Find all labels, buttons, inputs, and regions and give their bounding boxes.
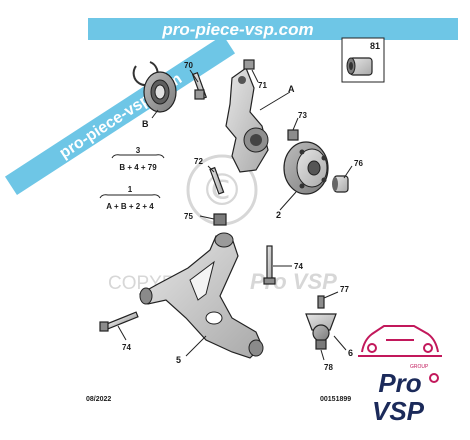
- top-banner[interactable]: pro-piece-vsp.com: [88, 18, 458, 40]
- wheel-hub-2[interactable]: [283, 141, 329, 195]
- bolt-74-vertical[interactable]: [263, 245, 276, 285]
- footer-date: 08/2022: [86, 396, 111, 403]
- callout-76: 76: [354, 159, 363, 168]
- car-outline-icon: [358, 325, 442, 357]
- top-banner-text: pro-piece-vsp.com: [161, 20, 313, 39]
- callouts: 70 71 A B 73 72 76 75 2 74 77 74 5 6 78: [122, 61, 363, 372]
- kit-formula-2: 1 A + B + 2 + 4: [99, 185, 161, 211]
- callout-a: A: [288, 84, 295, 94]
- callout-71: 71: [258, 81, 267, 90]
- callout-73: 73: [298, 111, 307, 120]
- nut-73[interactable]: [287, 129, 299, 141]
- callout-75: 75: [184, 212, 193, 221]
- callout-74-lower: 74: [122, 343, 131, 352]
- logo-group-text: GROUP: [410, 364, 429, 370]
- nut-75[interactable]: [213, 213, 227, 226]
- pro-vsp-logo[interactable]: GROUP Pro VSP: [358, 325, 442, 426]
- logo-line1: Pro: [378, 368, 421, 398]
- footer-ref: 00151899: [320, 396, 351, 403]
- callout-b: B: [142, 119, 149, 129]
- inset-part-81[interactable]: 81: [341, 37, 385, 83]
- formula-2-bottom: A + B + 2 + 4: [106, 202, 154, 211]
- watermark-provsp-text: Pro VSP: [250, 269, 337, 294]
- logo-line2: VSP: [372, 396, 425, 426]
- formula-1-top: 3: [136, 146, 141, 155]
- leader-lines: [117, 69, 353, 361]
- diagonal-banner-bar: [4, 34, 236, 196]
- bolt-72[interactable]: [209, 166, 225, 195]
- callout-5: 5: [176, 355, 181, 365]
- callout-2: 2: [276, 210, 281, 220]
- control-arm-5[interactable]: [139, 232, 264, 359]
- bushing-81-icon: [346, 57, 373, 76]
- steering-knuckle-a[interactable]: [225, 59, 269, 173]
- kit-formula-1: 3 B + 4 + 79: [111, 146, 165, 172]
- top-banner-bar: [88, 18, 458, 40]
- formula-1-bottom: B + 4 + 79: [119, 163, 157, 172]
- callout-78: 78: [324, 363, 333, 372]
- inset-label: 81: [370, 41, 380, 51]
- callout-74-upper: 74: [294, 262, 303, 271]
- callout-6: 6: [348, 348, 353, 358]
- callout-72: 72: [194, 157, 203, 166]
- ball-joint-6[interactable]: [305, 295, 337, 350]
- wheel-bearing-b[interactable]: [132, 61, 177, 113]
- bushing-76[interactable]: [332, 175, 349, 193]
- callout-70: 70: [184, 61, 193, 70]
- logo-accent-dot: [429, 373, 439, 383]
- formula-2-top: 1: [128, 185, 133, 194]
- bolt-74-lower[interactable]: [99, 311, 139, 332]
- callout-77: 77: [340, 285, 349, 294]
